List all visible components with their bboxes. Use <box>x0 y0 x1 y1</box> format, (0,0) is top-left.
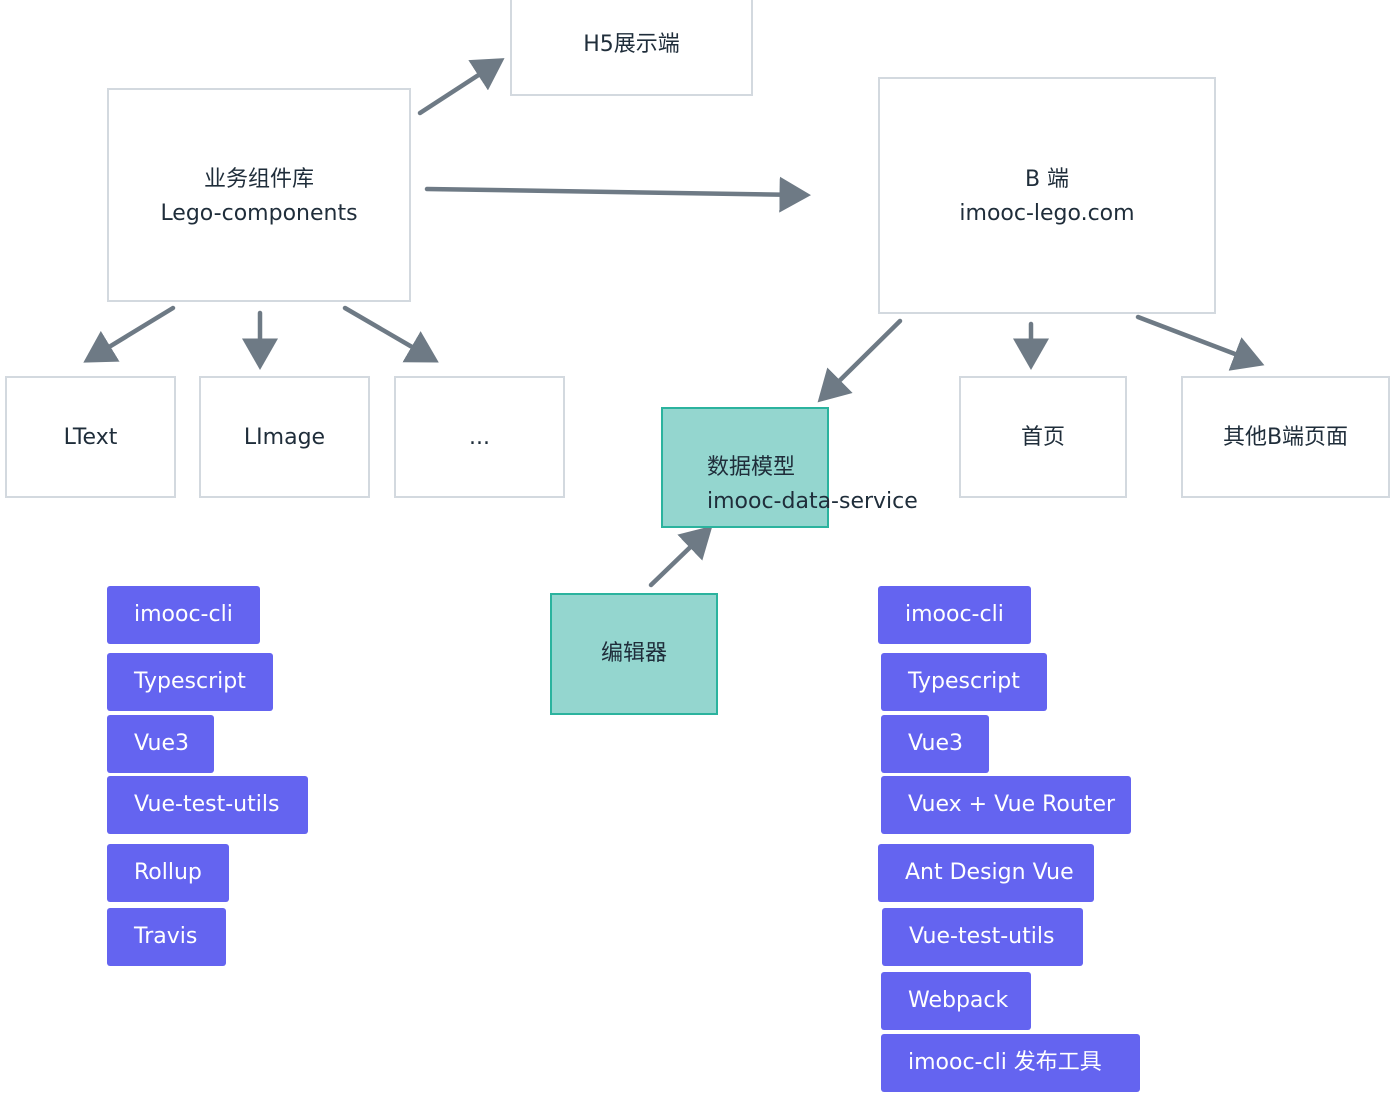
left-stack-item: Typescript <box>107 653 273 711</box>
left-stack-item: Vue-test-utils <box>107 776 308 834</box>
h5-node: H5展示端 <box>510 0 753 96</box>
right-stack-item: Ant Design Vue <box>878 844 1094 902</box>
arrow-lib-to-h5 <box>417 58 505 116</box>
right-stack-item: Vue3 <box>881 715 989 773</box>
more-node: ... <box>394 376 565 498</box>
editor-node: 编辑器 <box>550 593 718 715</box>
arrow-editor-to-data <box>648 525 713 588</box>
left-stack-item: imooc-cli <box>107 586 260 644</box>
home-label: 首页 <box>1020 425 1065 450</box>
business-lib-title: 业务组件库 <box>203 167 314 192</box>
arrow-b-to-other <box>1135 314 1265 371</box>
left-stack-item: Rollup <box>107 844 229 902</box>
limage-label: LImage <box>243 425 326 450</box>
b-side-node: B 端 imooc-lego.com <box>878 77 1216 314</box>
h5-label: H5展示端 <box>583 32 680 57</box>
right-stack-item: imooc-cli 发布工具 <box>881 1034 1140 1092</box>
editor-label: 编辑器 <box>600 641 667 666</box>
right-stack-item: Vuex + Vue Router <box>881 776 1131 834</box>
left-stack-item: Vue3 <box>107 715 214 773</box>
business-lib-subtitle: Lego-components <box>160 201 358 226</box>
more-label: ... <box>469 425 490 450</box>
right-stack-item: Typescript <box>881 653 1047 711</box>
arrow-lib-to-more <box>342 305 439 363</box>
arrow-lib-to-b <box>424 176 811 213</box>
b-side-title: B 端 <box>1024 167 1070 192</box>
ltext-node: LText <box>5 376 176 498</box>
right-stack-item: Vue-test-utils <box>882 908 1083 966</box>
limage-node: LImage <box>199 376 370 498</box>
business-lib-node: 业务组件库 Lego-components <box>107 88 411 302</box>
data-model-node <box>661 407 829 528</box>
other-b-pages-node: 其他B端页面 <box>1181 376 1390 498</box>
arrow-b-to-data <box>817 318 903 403</box>
data-model-subtitle: imooc-data-service <box>707 489 918 514</box>
data-model-title: 数据模型 <box>707 455 796 480</box>
right-stack-item: imooc-cli <box>878 586 1031 644</box>
left-stack-item: Travis <box>107 908 226 966</box>
ltext-label: LText <box>63 425 118 450</box>
other-b-pages-label: 其他B端页面 <box>1222 425 1349 450</box>
b-side-subtitle: imooc-lego.com <box>959 201 1135 226</box>
arrow-lib-to-ltext <box>83 305 176 363</box>
right-stack-item: Webpack <box>881 972 1031 1030</box>
home-node: 首页 <box>959 376 1127 498</box>
